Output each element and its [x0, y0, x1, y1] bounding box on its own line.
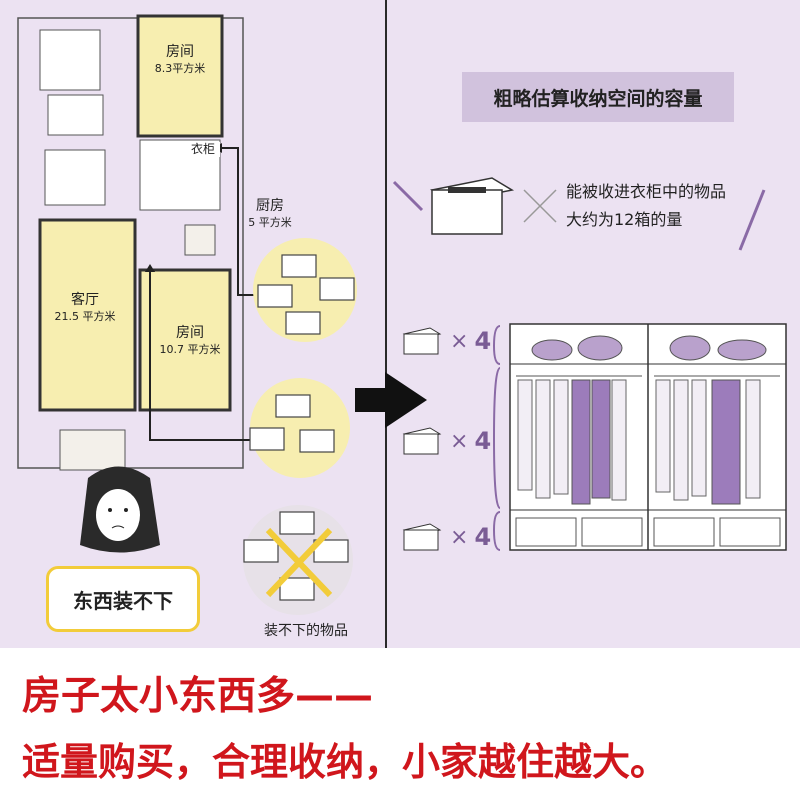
- room-top-shape: [136, 14, 224, 138]
- room-bottom-label: 房间 10.7 平方米: [159, 325, 221, 356]
- count-row-top: × 4: [402, 326, 491, 356]
- living-room-shape: [38, 218, 137, 412]
- kitchen-label: 厨房 5 平方米: [248, 198, 292, 229]
- moving-box-icon: [429, 177, 515, 235]
- headline-line-1: 房子太小东西多——: [22, 674, 374, 719]
- count-row-bottom: × 4: [402, 522, 491, 552]
- right-arrow-icon: [355, 372, 427, 428]
- count-row-middle: × 4: [402, 426, 491, 456]
- cannot-fit-badge: 东西装不下: [46, 566, 200, 632]
- box-icon: [402, 327, 442, 355]
- room-top-label: 房间 8.3平方米: [154, 44, 206, 75]
- closet-label: 衣柜: [186, 142, 220, 157]
- box-icon: [402, 523, 442, 551]
- box-equals-diagram: [392, 177, 766, 251]
- capacity-title: 粗略估算收纳空间的容量: [462, 72, 734, 122]
- living-room-label: 客厅 21.5 平方米: [54, 292, 116, 323]
- box-icon: [402, 427, 442, 455]
- overflow-items-label: 装不下的物品: [264, 623, 348, 639]
- room-bottom-shape: [138, 268, 232, 412]
- floor-plan-drawing: [17, 14, 357, 615]
- floor-plan: 房间 8.3平方米 衣柜 厨房 5 平方米 客厅 21.5 平方米 房间 10.…: [0, 0, 385, 648]
- headline-line-2: 适量购买，合理收纳，小家越住越大。: [22, 740, 669, 784]
- panel-divider: [385, 0, 387, 648]
- wardrobe-illustration: [492, 323, 787, 551]
- capacity-note: 能被收进衣柜中的物品 大约为12箱的量: [566, 182, 727, 229]
- worried-person-illustration: [80, 466, 160, 553]
